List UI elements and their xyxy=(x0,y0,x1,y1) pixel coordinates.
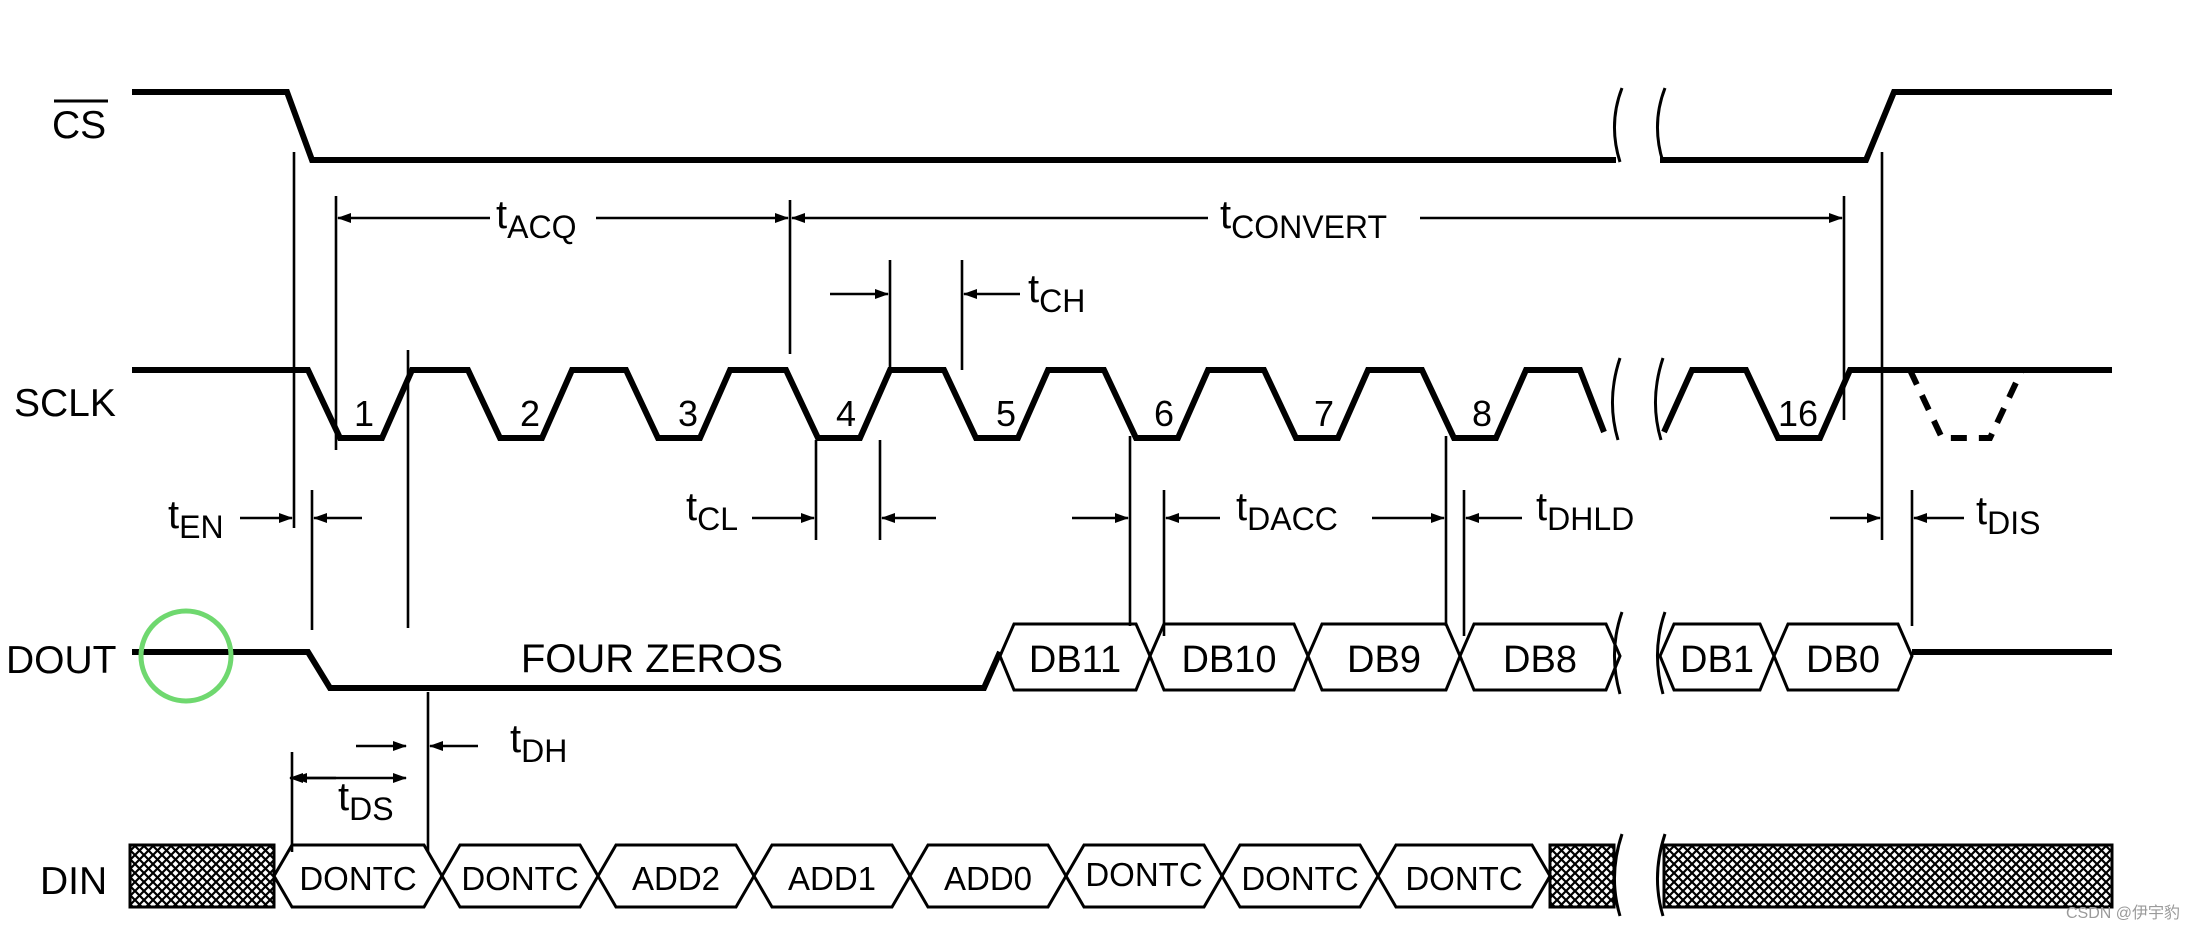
t-convert-label: tCONVERT xyxy=(1220,193,1387,245)
sclk-pulse-8: 8 xyxy=(1472,393,1492,434)
sclk-pulse-2: 2 xyxy=(520,393,540,434)
sclk-waveform-left xyxy=(132,367,1607,441)
din-bit-4: ADD1 xyxy=(788,860,876,897)
dout-db8: DB8 xyxy=(1503,639,1577,681)
sclk-pulse-7: 7 xyxy=(1314,393,1334,434)
din-bit-5: ADD0 xyxy=(944,860,1032,897)
sclk-break-mark xyxy=(1611,357,1665,441)
sclk-label: SCLK xyxy=(14,382,116,425)
t-en-label: tEN xyxy=(168,493,224,545)
sclk-waveform-right xyxy=(1661,367,2112,441)
watermark-text: CSDN @伊宇豹 xyxy=(2066,904,2180,922)
t-ch-label: tCH xyxy=(1028,267,1085,319)
timing-arrows xyxy=(240,213,1964,783)
din-hatch-left xyxy=(128,843,276,909)
din-bit-7: DONTC xyxy=(1241,860,1358,897)
din-break-mark xyxy=(1613,833,1667,917)
dout-waveform-low xyxy=(132,649,1003,691)
t-acq-label: tACQ xyxy=(496,193,576,245)
dout-break-mark xyxy=(1613,611,1667,695)
t-dacc-label: tDACC xyxy=(1236,485,1338,537)
dout-label: DOUT xyxy=(6,639,117,682)
t-dhld-label: tDHLD xyxy=(1536,485,1634,537)
sclk-pulse-5: 5 xyxy=(996,393,1016,434)
din-bus xyxy=(272,843,1552,909)
reference-lines xyxy=(290,152,1914,852)
dout-four-zeros: FOUR ZEROS xyxy=(521,637,783,681)
din-bit-2: DONTC xyxy=(461,860,578,897)
sclk-dashed-pulse xyxy=(1907,368,2025,441)
highlight-circle-marker xyxy=(138,608,234,704)
sclk-pulse-6: 6 xyxy=(1154,393,1174,434)
dout-db11: DB11 xyxy=(1029,639,1121,681)
din-label: DIN xyxy=(40,860,107,903)
cs-label: CS xyxy=(52,104,106,147)
t-cl-label: tCL xyxy=(686,485,738,537)
cs-waveform-right xyxy=(1660,89,2112,163)
sclk-pulse-1: 1 xyxy=(354,393,374,434)
din-bit-1: DONTC xyxy=(299,860,416,897)
din-hatch-right xyxy=(1662,843,2114,909)
dout-db1: DB1 xyxy=(1680,639,1754,681)
cs-break-mark xyxy=(1612,87,1667,163)
din-bit-8: DONTC xyxy=(1405,860,1522,897)
t-ds-label: tDS xyxy=(338,775,394,827)
din-bit-3: ADD2 xyxy=(632,860,720,897)
sclk-pulse-16: 16 xyxy=(1778,393,1818,434)
sclk-pulse-4: 4 xyxy=(836,393,856,434)
din-hatch-mid xyxy=(1548,843,1616,909)
din-bit-6: DONTC xyxy=(1085,856,1202,893)
dout-db0: DB0 xyxy=(1806,639,1880,681)
cs-waveform-left xyxy=(132,89,1616,163)
dout-db9: DB9 xyxy=(1347,639,1421,681)
sclk-pulse-3: 3 xyxy=(678,393,698,434)
dout-bus xyxy=(998,622,1914,692)
t-dis-label: tDIS xyxy=(1976,489,2040,541)
dout-db10: DB10 xyxy=(1181,639,1276,681)
t-dh-label: tDH xyxy=(510,717,567,769)
